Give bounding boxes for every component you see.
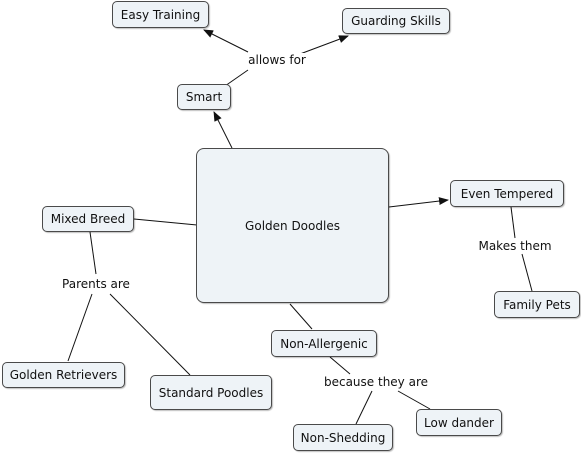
node-label: Even Tempered bbox=[460, 186, 554, 201]
connector-smart-to-allows-for bbox=[224, 69, 249, 87]
node-even-tempered[interactable]: Even Tempered bbox=[450, 180, 564, 207]
link-label-allows-for: allows for bbox=[246, 53, 308, 67]
node-label: Smart bbox=[185, 90, 223, 104]
node-label: Guarding Skills bbox=[351, 14, 441, 28]
connector-main-to-non-allergenic bbox=[289, 303, 313, 330]
connector-makes-them-to-family-pets bbox=[521, 253, 533, 292]
connector-because-to-non-shedding bbox=[355, 390, 373, 425]
node-label: Standard Poodles bbox=[158, 385, 264, 400]
node-family-pets[interactable]: Family Pets bbox=[494, 291, 580, 318]
connector-even-tempered-to-makes-them bbox=[510, 206, 516, 239]
node-label: Golden Doodles bbox=[245, 218, 340, 233]
connector-non-allergenic-to-because bbox=[329, 356, 351, 375]
connector-main-to-even-tempered bbox=[388, 197, 449, 208]
connector-parents-are-to-golden-retrievers bbox=[67, 293, 93, 362]
node-non-shedding[interactable]: Non-Shedding bbox=[293, 424, 393, 451]
node-guarding-skills[interactable]: Guarding Skills bbox=[342, 8, 450, 34]
node-label: Mixed Breed bbox=[50, 212, 126, 226]
node-label: Low dander bbox=[424, 415, 494, 430]
node-label: Non-Allergenic bbox=[280, 336, 368, 351]
connector-mixed-breed-to-parents-are bbox=[89, 231, 97, 275]
node-label: Family Pets bbox=[503, 297, 571, 312]
node-non-allergenic[interactable]: Non-Allergenic bbox=[271, 330, 377, 357]
node-low-dander[interactable]: Low dander bbox=[416, 409, 502, 436]
node-golden-doodles[interactable]: Golden Doodles bbox=[196, 148, 389, 303]
node-label: Easy Training bbox=[120, 7, 201, 22]
link-label-parents-are: Parents are bbox=[60, 277, 132, 291]
connector-main-to-smart bbox=[213, 111, 233, 149]
node-easy-training[interactable]: Easy Training bbox=[112, 1, 209, 28]
node-label: Golden Retrievers bbox=[9, 368, 118, 382]
connector-allows-for-to-guarding-skills bbox=[299, 35, 349, 55]
node-smart[interactable]: Smart bbox=[177, 84, 231, 110]
connector-main-to-mixed-breed bbox=[133, 218, 198, 226]
link-label-makes-them: Makes them bbox=[476, 239, 554, 253]
connector-parents-are-to-standard-poodles bbox=[109, 293, 191, 376]
node-standard-poodles[interactable]: Standard Poodles bbox=[150, 375, 272, 410]
node-mixed-breed[interactable]: Mixed Breed bbox=[42, 206, 134, 232]
node-golden-retrievers[interactable]: Golden Retrievers bbox=[2, 362, 125, 388]
connector-because-to-low-dander bbox=[397, 390, 431, 410]
node-label: Non-Shedding bbox=[300, 430, 386, 445]
link-label-because-they-are: because they are bbox=[321, 375, 431, 389]
connector-allows-for-to-easy-training bbox=[203, 29, 249, 53]
